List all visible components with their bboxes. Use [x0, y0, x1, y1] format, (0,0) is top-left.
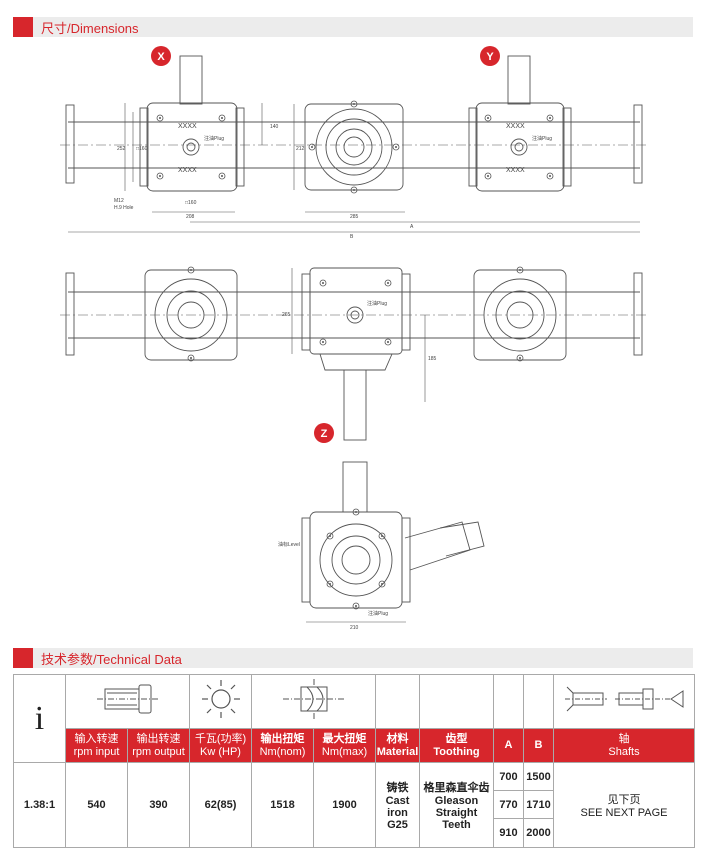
section-title: 技术参数/Technical Data — [41, 651, 182, 667]
bolt-note: H.9 Hole — [114, 205, 134, 211]
ratio-symbol: i — [13, 674, 66, 763]
dimension-drawing: X Y Z XXXX XXXX XXXX XXXX 注油Plug 注油Plug … — [60, 46, 648, 631]
header-b: B — [523, 728, 554, 763]
plug-note: 注油Plug — [367, 300, 387, 307]
header-a: A — [493, 728, 524, 763]
svg-text:Y: Y — [486, 51, 494, 63]
dim-label: 185 — [428, 356, 437, 362]
rpm-icon — [65, 674, 190, 729]
power-icon — [189, 674, 252, 729]
view-badge-y: Y — [480, 46, 500, 66]
a-icon-cell — [493, 674, 524, 729]
xxxx-label: XXXX — [506, 167, 525, 174]
shaft-icon — [553, 674, 695, 729]
plug-note: 注油Plug — [368, 610, 388, 617]
dim-label: 285 — [350, 214, 359, 220]
torque-icon — [251, 674, 376, 729]
dim-label: 140 — [270, 124, 279, 130]
view-badge-x: X — [151, 46, 171, 66]
svg-text:X: X — [157, 51, 165, 63]
cell-ratio: 1.38:1 — [13, 762, 66, 848]
section-header-technical: 技术参数/Technical Data — [13, 648, 693, 668]
plug-note: 注油Plug — [204, 135, 224, 142]
section-marker — [13, 648, 33, 668]
cell-nm-max: 1900 — [313, 762, 376, 848]
svg-text:Z: Z — [321, 428, 328, 440]
xxxx-label: XXXX — [178, 167, 197, 174]
dim-label: B — [350, 234, 354, 240]
section-marker — [13, 17, 33, 37]
dim-label: 252 — [117, 146, 126, 152]
xxxx-label: XXXX — [178, 123, 197, 130]
bolt-note: M12 — [114, 198, 124, 204]
cell-rpm-input: 540 — [65, 762, 128, 848]
view-badge-z: Z — [314, 423, 334, 443]
dim-label: 212 — [296, 146, 305, 152]
dim-label: 208 — [186, 214, 195, 220]
level-note: 油标Level — [278, 541, 300, 548]
dim-label: □160 — [136, 146, 148, 152]
dim-label: 210 — [350, 625, 359, 631]
plug-note: 注油Plug — [532, 135, 552, 142]
section-title: 尺寸/Dimensions — [41, 20, 139, 36]
dim-label: A — [410, 224, 414, 230]
dim-label: 265 — [282, 312, 291, 318]
xxxx-label: XXXX — [506, 123, 525, 130]
cell-nm-nom: 1518 — [251, 762, 314, 848]
header-kw: 千瓦(功率)Kw (HP) — [189, 728, 252, 763]
section-header-dimensions: 尺寸/Dimensions — [13, 17, 693, 37]
dim-label: □160 — [185, 200, 197, 206]
b-icon-cell — [523, 674, 554, 729]
toothing-icon-cell — [419, 674, 494, 729]
cell-kw: 62(85) — [189, 762, 252, 848]
material-icon-cell — [375, 674, 420, 729]
cell-rpm-output: 390 — [127, 762, 190, 848]
